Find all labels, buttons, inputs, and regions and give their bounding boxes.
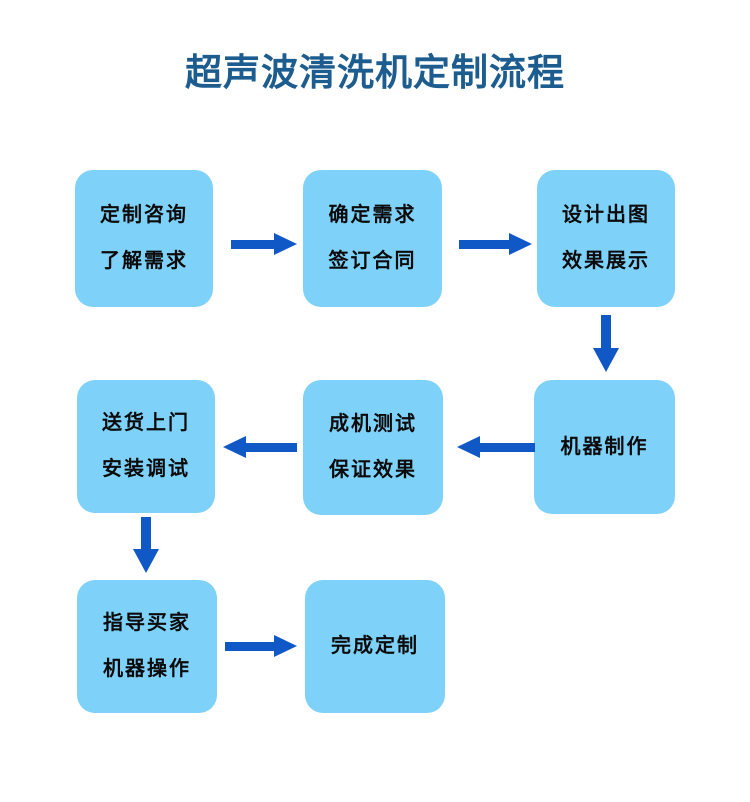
- arrow-head: [509, 233, 532, 255]
- node-line: 保证效果: [329, 459, 417, 481]
- arrow-shaft: [141, 517, 151, 549]
- node-line: 机器操作: [103, 658, 191, 680]
- arrow-head: [274, 635, 297, 657]
- arrow-shaft: [601, 315, 611, 348]
- arrow-head: [133, 549, 159, 573]
- node-customization-complete: 完成定制: [305, 580, 445, 713]
- node-line: 定制咨询: [100, 204, 188, 226]
- arrow-shaft: [225, 641, 274, 651]
- arrow-down-icon: [593, 315, 619, 372]
- arrow-right-icon: [459, 233, 532, 255]
- arrow-left-icon: [457, 436, 535, 458]
- arrow-shaft: [246, 442, 297, 452]
- node-line: 安装调试: [102, 458, 190, 480]
- node-machine-testing: 成机测试 保证效果: [303, 380, 443, 515]
- node-line: 成机测试: [329, 413, 417, 435]
- arrow-head: [593, 348, 619, 372]
- node-custom-consultation: 定制咨询 了解需求: [75, 170, 213, 307]
- arrow-right-icon: [225, 635, 297, 657]
- node-design-drawings: 设计出图 效果展示: [537, 170, 675, 307]
- node-line: 机器制作: [560, 435, 649, 458]
- node-line: 了解需求: [100, 250, 188, 272]
- node-line: 签订合同: [328, 250, 417, 272]
- page-title: 超声波清洗机定制流程: [185, 52, 565, 93]
- arrow-head: [457, 436, 480, 458]
- arrow-head: [223, 436, 246, 458]
- node-buyer-guidance: 指导买家 机器操作: [77, 580, 217, 713]
- node-confirm-requirements: 确定需求 签订合同: [303, 170, 442, 307]
- arrow-shaft: [231, 239, 274, 249]
- arrow-down-icon: [133, 517, 159, 573]
- arrow-head: [274, 233, 297, 255]
- arrow-shaft: [459, 239, 509, 249]
- arrow-shaft: [480, 442, 535, 452]
- node-line: 效果展示: [562, 250, 650, 272]
- node-line: 指导买家: [103, 612, 191, 634]
- node-line: 设计出图: [562, 204, 650, 226]
- node-line: 完成定制: [331, 635, 419, 657]
- arrow-right-icon: [231, 233, 297, 255]
- node-line: 确定需求: [328, 204, 417, 226]
- node-line: 送货上门: [102, 412, 190, 434]
- node-machine-production: 机器制作: [534, 380, 675, 514]
- arrow-left-icon: [223, 436, 297, 458]
- node-delivery-installation: 送货上门 安装调试: [77, 380, 215, 513]
